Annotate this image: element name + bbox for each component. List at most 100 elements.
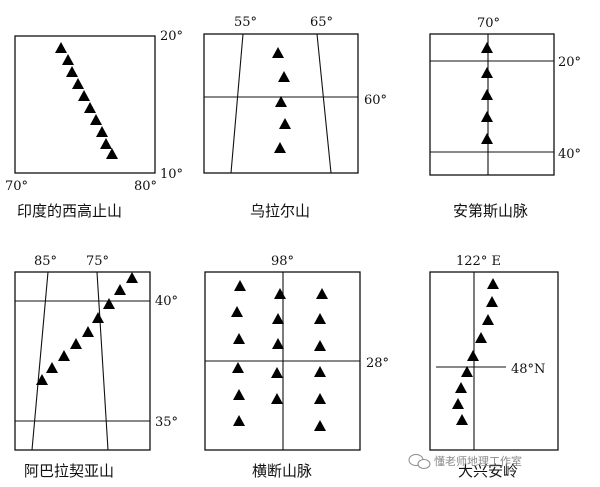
panel-title: 安第斯山脉 [453, 202, 528, 220]
mountain-symbol-icon [452, 398, 464, 409]
mountain-symbol-icon [278, 71, 290, 82]
watermark-text: 懂老师地理工作室 [434, 454, 522, 468]
panel-title: 阿巴拉契亚山 [24, 462, 114, 480]
mountain-symbol-icon [233, 415, 245, 426]
mountain-symbols [481, 42, 493, 144]
panel-appalachians: 85° 75° 40° 35° 阿巴拉契亚山 [14, 254, 178, 480]
mountain-symbol-icon [272, 47, 284, 58]
mountain-symbol-icon [100, 138, 112, 149]
mountain-symbols [452, 278, 499, 425]
mountain-symbol-icon [314, 393, 326, 404]
panel-ural-mountains: 55° 65° 60° 乌拉尔山 [203, 15, 387, 220]
mountain-symbol-icon [92, 312, 104, 323]
mountain-symbols [55, 42, 118, 159]
latitude-label: 40° [558, 147, 581, 162]
longitude-label: 122° E [456, 254, 501, 269]
mountain-symbol-icon [486, 296, 498, 307]
wechat-logo-icon [408, 454, 431, 469]
mountain-symbol-icon [475, 332, 487, 343]
longitude-label: 70° [477, 16, 500, 31]
mountain-symbol-icon [481, 42, 493, 53]
mountain-symbol-icon [272, 338, 284, 349]
mountain-symbol-icon [66, 66, 78, 77]
mountain-symbol-icon [82, 326, 94, 337]
mountain-symbol-icon [84, 102, 96, 113]
longitude-label: 85° [34, 254, 57, 269]
mountain-symbol-icon [481, 111, 493, 122]
mountain-symbol-icon [271, 393, 283, 404]
mountain-symbol-icon [78, 90, 90, 101]
mountain-symbol-icon [274, 142, 286, 153]
longitude-label: 65° [310, 15, 333, 30]
mountain-symbol-icon [106, 148, 118, 159]
mountain-symbol-icon [55, 42, 67, 53]
mountain-symbol-icon [233, 333, 245, 344]
panel-hengduan-mountains: 98° 28° 横断山脉 [204, 254, 389, 480]
latitude-label: 20° [558, 55, 581, 70]
mountain-symbol-icon [314, 420, 326, 431]
mountain-symbols [36, 272, 138, 385]
latitude-label: 40° [155, 294, 178, 309]
mountain-symbol-icon [314, 340, 326, 351]
mountain-symbol-icon [274, 288, 286, 299]
mountain-symbol-icon [58, 350, 70, 361]
mountain-symbol-icon [231, 306, 243, 317]
mountain-symbol-icon [72, 78, 84, 89]
mountain-symbol-icon [481, 89, 493, 100]
mountain-symbol-icon [314, 366, 326, 377]
mountain-symbol-icon [234, 280, 246, 291]
mountain-symbol-icon [467, 350, 479, 361]
mountain-symbol-icon [96, 126, 108, 137]
mountain-symbol-icon [481, 133, 493, 144]
latitude-label: 28° [366, 356, 389, 371]
latitude-label: 35° [155, 415, 178, 430]
panel-title: 印度的西高止山 [17, 202, 122, 220]
meridian-line [96, 271, 109, 451]
mountain-symbol-icon [62, 54, 74, 65]
mountain-symbol-icon [114, 284, 126, 295]
mountain-symbol-icon [482, 314, 494, 325]
panel-andes: 70° 20° 40° 安第斯山脉 [429, 16, 581, 220]
mountain-symbol-icon [233, 389, 245, 400]
meridian-line [230, 33, 244, 174]
latitude-label: 10° [160, 167, 183, 182]
latitude-label: 48°N [511, 362, 545, 377]
map-frame [14, 271, 151, 451]
mountain-symbol-icon [455, 382, 467, 393]
mountain-symbol-icon [272, 313, 284, 324]
map-frame [429, 33, 555, 176]
panel-greater-khingan: 122° E 48°N 大兴安岭 [429, 254, 559, 480]
watermark: 懂老师地理工作室 [408, 454, 522, 469]
mountain-symbol-icon [461, 366, 473, 377]
mountain-symbol-icon [70, 338, 82, 349]
longitude-label: 75° [86, 254, 109, 269]
mountain-symbols [272, 47, 291, 153]
mountain-symbol-icon [271, 367, 283, 378]
mountain-symbol-icon [126, 272, 138, 283]
mountain-symbol-icon [46, 362, 58, 373]
mountain-symbol-icon [481, 67, 493, 78]
mountain-symbol-icon [279, 118, 291, 129]
longitude-label: 80° [134, 179, 157, 194]
mountain-symbol-icon [103, 298, 115, 309]
meridian-line [31, 271, 49, 451]
map-frame [203, 33, 359, 174]
longitude-label: 55° [234, 15, 257, 30]
mountain-symbol-icon [487, 278, 499, 289]
mountain-symbol-icon [232, 362, 244, 373]
mountain-symbols [231, 280, 328, 431]
meridian-line [316, 33, 332, 174]
panel-title: 横断山脉 [252, 462, 312, 480]
mountain-symbol-icon [90, 114, 102, 125]
longitude-label: 98° [271, 254, 294, 269]
panel-western-ghats: 20° 10° 70° 80° 印度的西高止山 [5, 29, 183, 220]
latitude-label: 60° [364, 93, 387, 108]
panel-title: 乌拉尔山 [250, 202, 310, 220]
mountain-symbol-icon [314, 313, 326, 324]
map-frame [429, 271, 559, 451]
latitude-label: 20° [160, 29, 183, 44]
mountain-symbol-icon [316, 288, 328, 299]
mountain-symbol-icon [456, 414, 468, 425]
panel-title: 大兴安岭 [458, 462, 518, 480]
